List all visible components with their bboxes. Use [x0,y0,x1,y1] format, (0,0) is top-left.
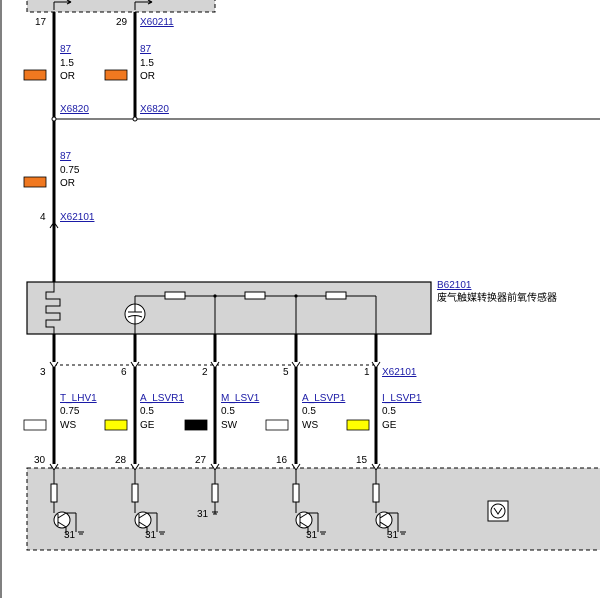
connector-pin-number: 29 [116,17,128,28]
wire-size: 1.5 [60,58,74,69]
splice-node [132,116,138,122]
wire-size: 1.5 [140,58,154,69]
component-box[interactable] [26,281,432,335]
wire-color-swatch [265,419,289,431]
wire-size: 0.75 [60,165,80,176]
junction-dot [294,294,298,298]
connector-arrow [49,221,59,229]
splice-label[interactable]: X6820 [60,104,89,115]
wire-circuit[interactable]: M_LSV1 [221,393,260,404]
wire-color-code: OR [140,71,155,82]
ecu-pin-number: 30 [34,455,46,466]
ecu-pin-number: 27 [195,455,207,466]
wire-color-swatch [104,419,128,431]
capacitor-symbol-icon [124,303,146,325]
wire-label-lower-2: A_LSVR1 0.5 GE [104,393,184,431]
wire-color-code: OR [60,71,75,82]
wire-circuit[interactable]: 87 [140,44,152,55]
component-name: 废气触媒转换器前氧传感器 [437,291,557,304]
sensor-pin-number: 3 [40,367,46,378]
ecu-input-stage-4 [292,470,319,535]
source-box [26,0,216,13]
control-unit-icon [487,500,509,522]
component-id[interactable]: B62101 [437,280,472,291]
source-pin-arrow [53,0,72,10]
ecu-input-stage-1 [50,470,77,535]
connector-label[interactable]: X62101 [382,367,417,378]
wire-label-lower-1: T_LHV1 0.75 WS [23,393,97,431]
wire-label-lower-4: A_LSVP1 0.5 WS [265,393,346,431]
wire-color-code: SW [221,420,238,431]
wire-size: 0.5 [302,406,316,417]
source-pin-arrow [134,0,153,10]
sensor-pin-number: 5 [283,367,289,378]
wire-color-code: WS [60,420,76,431]
wire-color-code: WS [302,420,318,431]
wire-label-lower-3: M_LSV1 0.5 SW [184,393,260,431]
ground-label: 31 [145,530,157,541]
wire-circuit[interactable]: 87 [60,44,72,55]
wire-color-code: GE [382,420,397,431]
wire-circuit[interactable]: 87 [60,151,72,162]
wire-size: 0.75 [60,406,80,417]
wire-color-swatch [104,69,128,81]
wire-circuit[interactable]: T_LHV1 [60,393,97,404]
ecu-input-stage-5 [372,470,399,535]
ecu-pin-number: 16 [276,455,288,466]
wire-size: 0.5 [140,406,154,417]
ecu-pin-number: 28 [115,455,127,466]
wire-label-upper-2: 87 1.5 OR [104,44,155,82]
ecu-input-stage-2 [131,470,158,535]
connector-pin-number: 17 [35,17,47,28]
connector-label[interactable]: X62101 [60,212,95,223]
ground-label: 31 [197,509,209,520]
sensor-circuit [134,291,377,334]
wire-color-swatch [23,176,47,188]
ground-label: 31 [64,530,76,541]
wire-circuit[interactable]: A_LSVR1 [140,393,184,404]
ground-label: 31 [387,530,399,541]
wire-label-upper-1: 87 1.5 OR [23,44,75,82]
wire-label-lower-5: I_LSVP1 0.5 GE [346,393,422,431]
lower-wires[interactable] [52,334,378,466]
splice-label[interactable]: X6820 [140,104,169,115]
wire-color-swatch [23,69,47,81]
wire-size: 0.5 [221,406,235,417]
heater-element-icon [45,282,61,334]
wire-circuit[interactable]: A_LSVP1 [302,393,346,404]
ecu-pin-number: 15 [356,455,368,466]
wire-label-mid: 87 0.75 OR [23,151,80,189]
wire-color-code: OR [60,178,75,189]
sensor-pin-number: 2 [202,367,208,378]
junction-dot [213,294,217,298]
wire-color-code: GE [140,420,155,431]
wire-color-swatch [23,419,47,431]
wire-color-swatch [184,419,208,431]
wire-color-swatch [346,419,370,431]
ground-symbols [78,511,406,535]
pin-arrows [49,361,381,369]
ground-label: 31 [306,530,318,541]
splice-node [51,116,57,122]
connector-label[interactable]: X60211 [140,17,174,28]
sensor-pin-number: 6 [121,367,127,378]
sensor-pin-number: 1 [364,367,370,378]
connector-pin-number: 4 [40,212,46,223]
wire-circuit[interactable]: I_LSVP1 [382,393,422,404]
wire-size: 0.5 [382,406,396,417]
